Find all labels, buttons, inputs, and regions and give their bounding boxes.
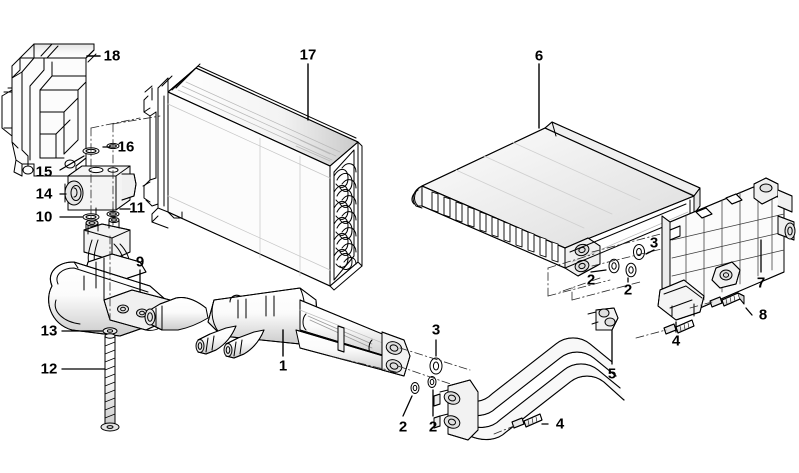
leader-8 xyxy=(745,307,753,316)
callout-number-o-ring-small-right[interactable]: 2 xyxy=(428,418,438,436)
part-6-heater-core xyxy=(411,121,701,277)
callout-number-o-ring-small-heater-left[interactable]: 2 xyxy=(586,271,596,289)
callout-number-o-ring-large-heater[interactable]: 3 xyxy=(649,234,659,252)
leader-3-heater xyxy=(645,249,655,255)
callout-number-evaporator-core[interactable]: 17 xyxy=(299,46,317,64)
callout-number-expansion-valve[interactable]: 14 xyxy=(35,185,53,203)
callout-number-o-ring-expansion-valve[interactable]: 15 xyxy=(35,163,53,181)
part-17-evaporator-core xyxy=(142,63,363,291)
part-12-long-bolt xyxy=(100,333,120,432)
callout-number-o-ring-upper[interactable]: 16 xyxy=(117,138,135,156)
callout-number-heater-core[interactable]: 6 xyxy=(534,47,544,65)
callout-number-coolant-pipe-pair[interactable]: 5 xyxy=(607,365,617,383)
callout-number-heater-core-bracket[interactable]: 7 xyxy=(756,274,766,292)
part-8-bracket-bolt xyxy=(709,292,745,308)
callout-number-air-duct-housing[interactable]: 18 xyxy=(103,47,121,65)
part-5-coolant-pipe-pair xyxy=(433,307,625,441)
leader-2-a xyxy=(402,395,413,417)
callout-number-o-ring-pipe[interactable]: 11 xyxy=(129,199,145,217)
evaporator-fin-tubes xyxy=(333,149,357,281)
callout-number-suction-pipe[interactable]: 9 xyxy=(135,253,145,271)
callout-number-distribution-pipe[interactable]: 1 xyxy=(278,357,288,375)
callout-number-o-ring-small-heater-right[interactable]: 2 xyxy=(623,281,633,299)
part-7-heater-core-bracket xyxy=(657,177,796,321)
leader-15 xyxy=(59,155,85,171)
callout-number-washer[interactable]: 13 xyxy=(40,322,58,340)
part-1-distribution-pipe xyxy=(144,287,411,377)
part-18-air-duct-housing xyxy=(1,43,97,177)
callout-number-o-ring-lower[interactable]: 10 xyxy=(35,208,53,226)
callout-number-o-ring-large[interactable]: 3 xyxy=(431,321,441,339)
callout-number-hex-bolt-lower[interactable]: 4 xyxy=(555,415,565,433)
callout-number-long-bolt[interactable]: 12 xyxy=(40,360,58,378)
callout-number-bracket-bolt[interactable]: 8 xyxy=(758,306,768,324)
leader-2-heater-left xyxy=(590,269,607,273)
part-14-expansion-valve xyxy=(64,165,137,219)
part-13-washer xyxy=(102,327,118,335)
callout-number-hex-bolt-upper[interactable]: 4 xyxy=(671,332,681,350)
callout-number-o-ring-small-left[interactable]: 2 xyxy=(398,418,408,436)
